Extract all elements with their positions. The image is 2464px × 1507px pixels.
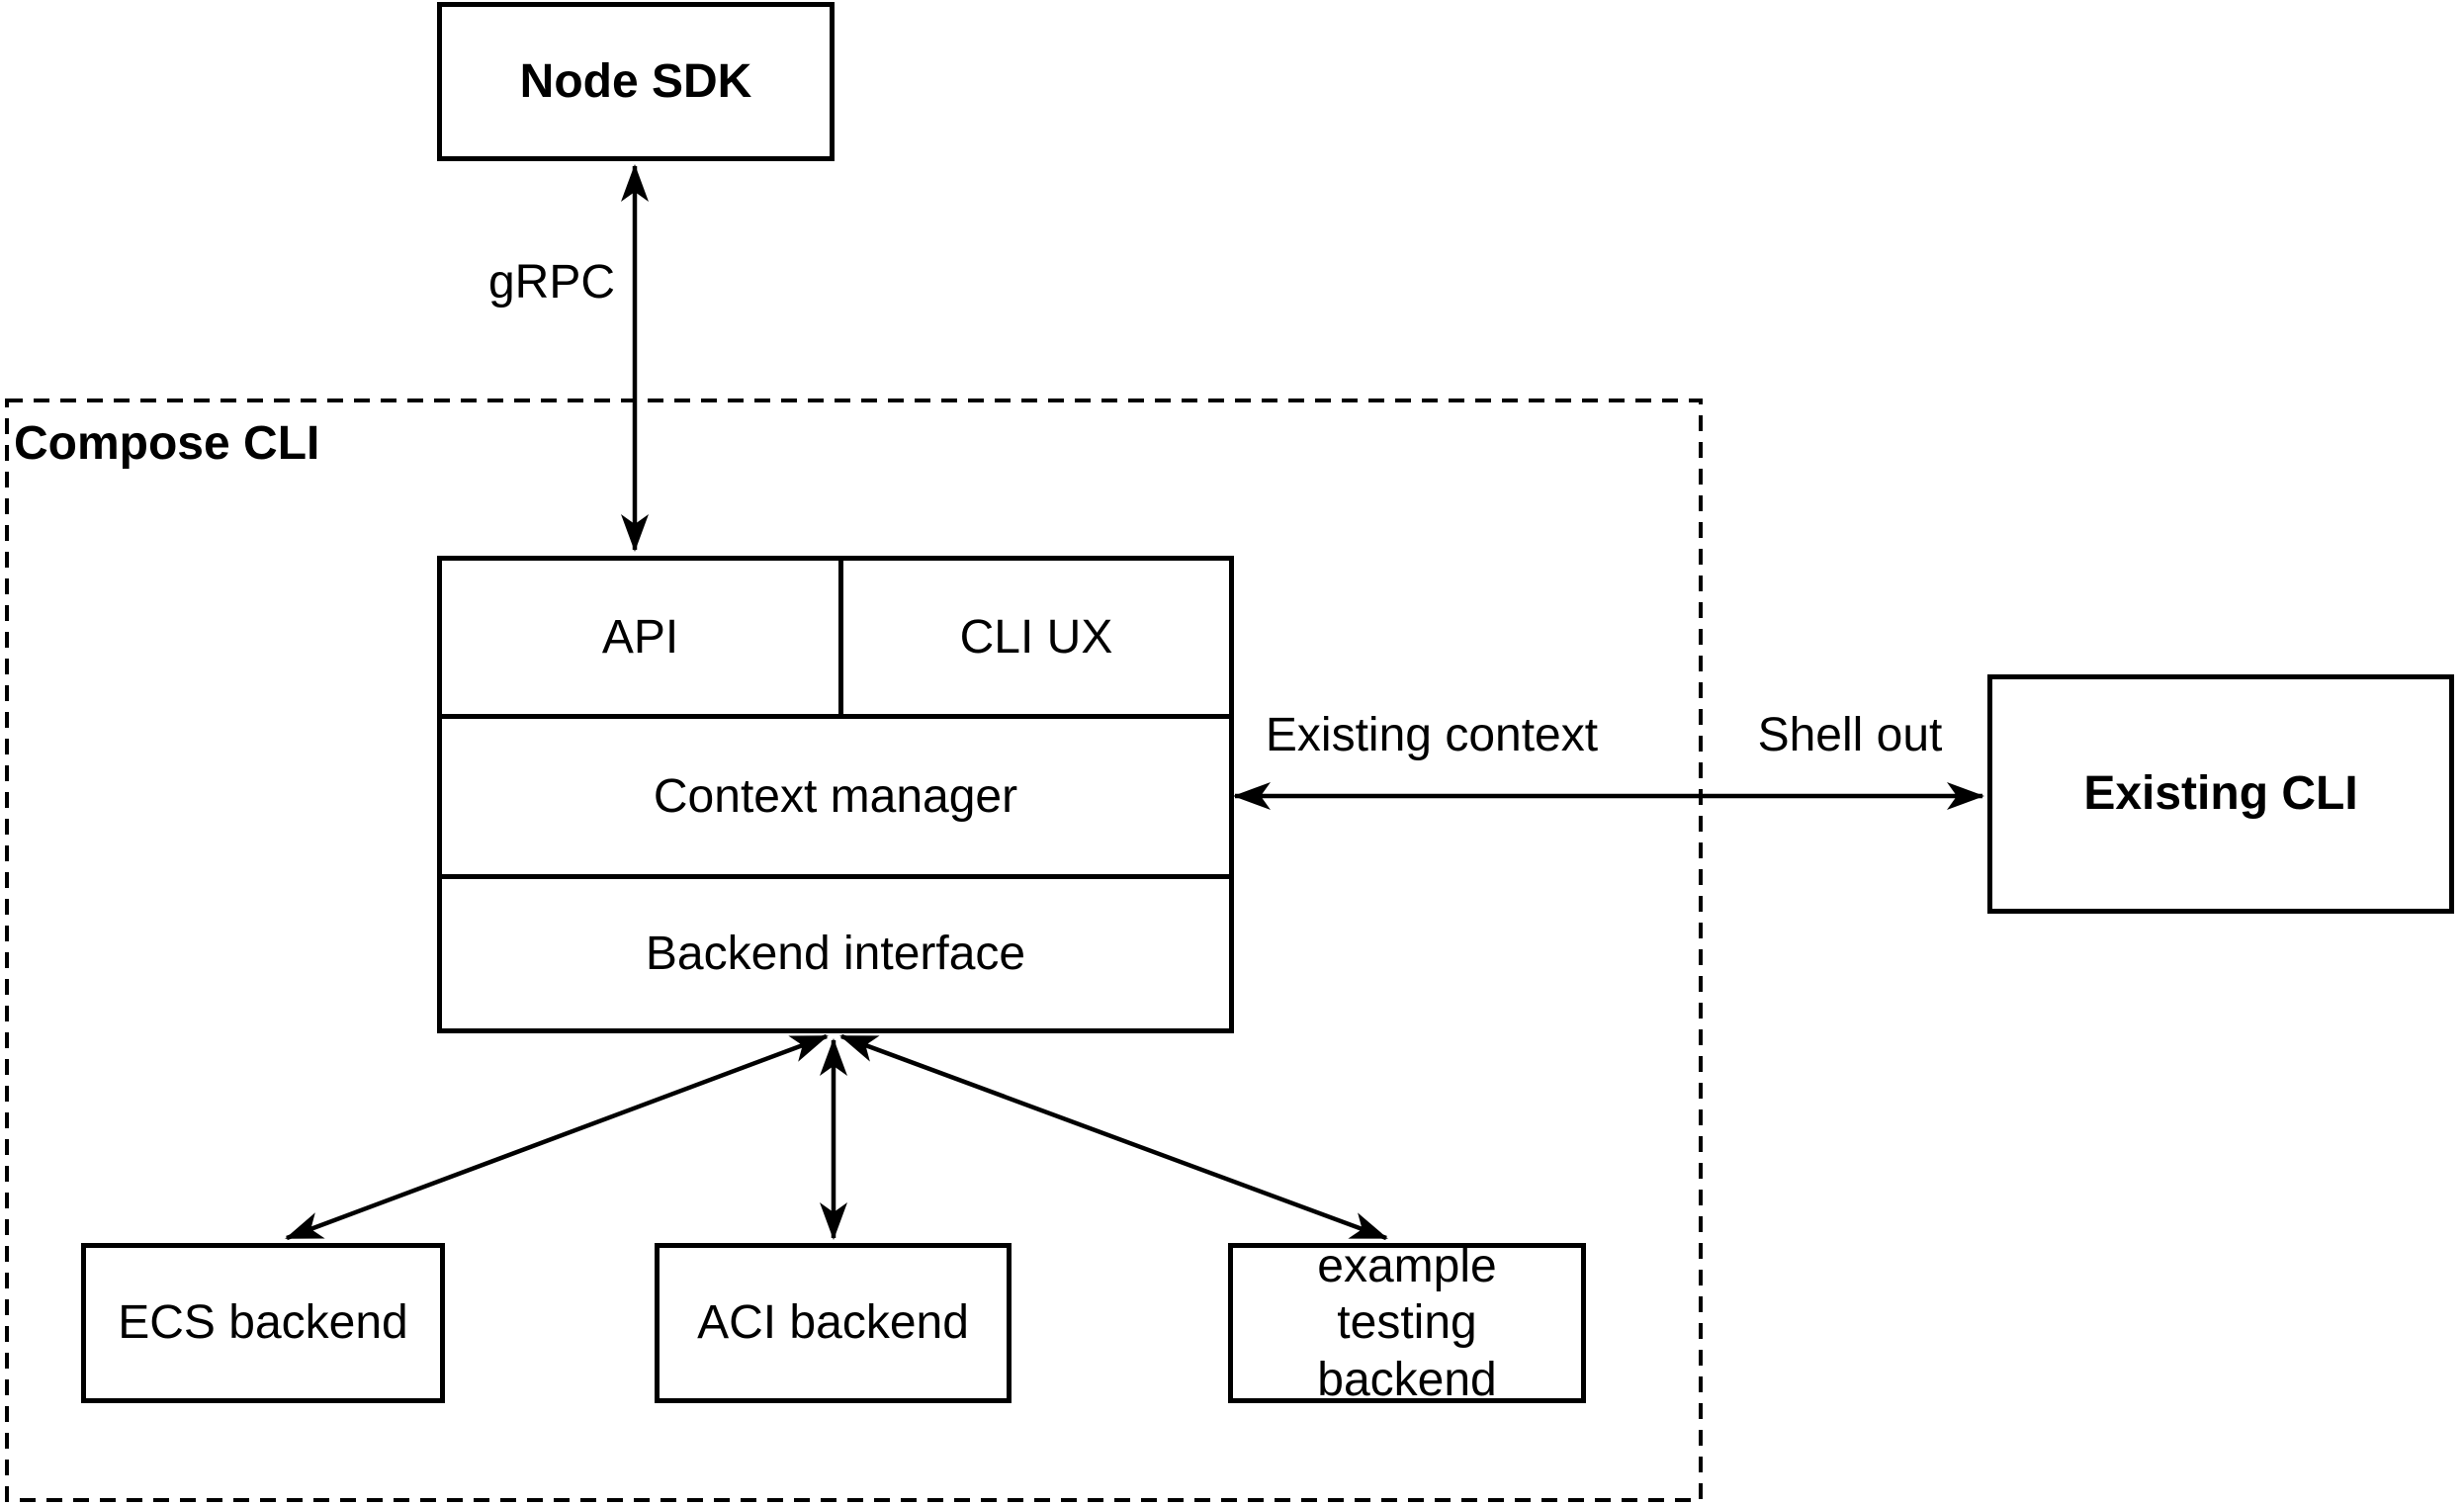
stack-top-row: API CLI UX	[442, 561, 1229, 719]
example-testing-backend-label: example testing backend	[1317, 1239, 1497, 1406]
ecs-backend-label: ECS backend	[118, 1296, 408, 1350]
node-sdk-label: Node SDK	[519, 54, 752, 108]
backend-interface-label: Backend interface	[645, 928, 1026, 980]
existing-cli-box: Existing CLI	[1987, 674, 2454, 914]
ecs-backend-box: ECS backend	[81, 1243, 445, 1403]
compose-cli-container-border	[5, 399, 1703, 1502]
context-manager-cell: Context manager	[442, 719, 1229, 879]
example-testing-backend-box: example testing backend	[1228, 1240, 1586, 1406]
api-label: API	[601, 611, 679, 664]
grpc-edge-label: gRPC	[487, 256, 616, 309]
existing-cli-label: Existing CLI	[2083, 767, 2358, 821]
edge-example	[839, 1033, 1388, 1241]
api-cell: API	[442, 561, 843, 714]
backend-interface-cell: Backend interface	[442, 879, 1229, 1028]
cli-ux-cell: CLI UX	[843, 561, 1229, 714]
cli-ux-label: CLI UX	[959, 611, 1113, 664]
edge-ecs	[285, 1033, 829, 1241]
shell-out-edge-label: Shell out	[1757, 709, 1943, 761]
aci-backend-label: ACI backend	[697, 1296, 969, 1350]
compose-cli-stack: API CLI UX Context manager Backend inter…	[437, 556, 1234, 1033]
node-sdk-box: Node SDK	[437, 2, 835, 161]
aci-backend-box: ACI backend	[655, 1243, 1012, 1403]
existing-context-edge-label: Existing context	[1265, 709, 1599, 761]
context-manager-label: Context manager	[653, 770, 1018, 823]
compose-cli-container-label: Compose CLI	[14, 417, 320, 470]
